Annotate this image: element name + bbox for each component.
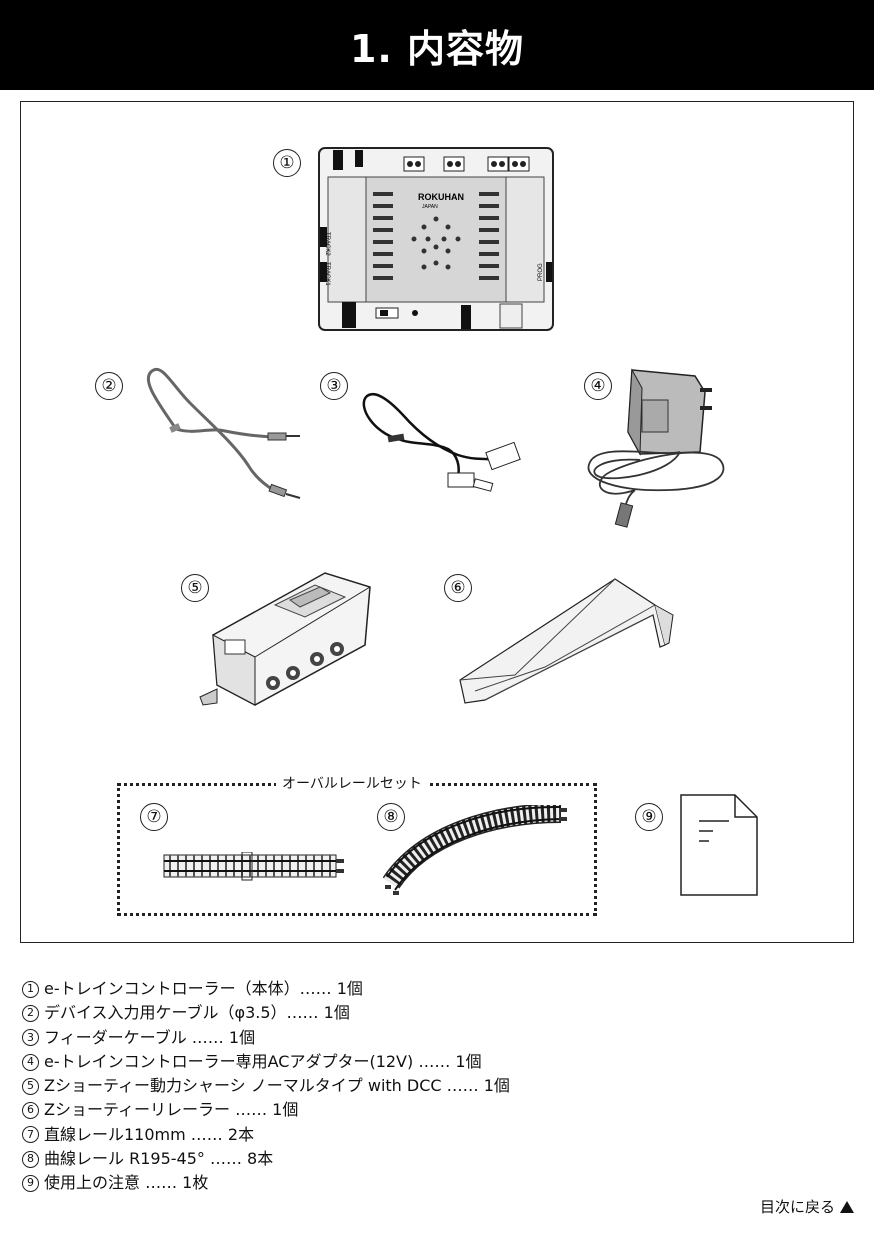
controller-image: ROKUHAN JAPAN TRACK2 TRACK1 PROG <box>318 147 554 331</box>
straight-rail-image <box>163 852 344 881</box>
list-number: 8 <box>22 1150 39 1168</box>
list-item: 7 直線レール110mm …… 2本 <box>22 1123 510 1147</box>
svg-text:PROG: PROG <box>538 263 544 281</box>
caution-sheet-image <box>680 794 758 896</box>
figure-number-7: ⑦ <box>140 803 168 831</box>
list-number: 3 <box>22 1029 39 1047</box>
ac-adapter-image <box>587 368 725 528</box>
figure-number-2: ② <box>95 372 123 400</box>
list-item-text: Zショーティーリレーラー …… 1個 <box>44 1100 299 1120</box>
list-item: 6 Zショーティーリレーラー …… 1個 <box>22 1098 510 1122</box>
list-item-text: フィーダーケーブル …… 1個 <box>44 1027 256 1047</box>
rerailer-image <box>459 578 674 704</box>
list-item-text: e-トレインコントローラー（本体）…… 1個 <box>44 979 363 998</box>
list-number: 7 <box>22 1126 39 1144</box>
contents-frame <box>20 101 854 943</box>
device-cable-image <box>146 367 301 499</box>
figure-number-9: ⑨ <box>635 803 663 831</box>
list-number: 1 <box>22 980 39 998</box>
list-number: 6 <box>22 1102 39 1120</box>
svg-text:JAPAN: JAPAN <box>422 204 438 210</box>
list-item: 4 e-トレインコントローラー専用ACアダプター(12V) …… 1個 <box>22 1050 510 1074</box>
svg-text:ROKUHAN: ROKUHAN <box>418 192 464 202</box>
list-item: 2 デバイス入力用ケーブル（φ3.5）…… 1個 <box>22 1001 510 1025</box>
figure-number-6: ⑥ <box>444 574 472 602</box>
triangle-up-icon <box>840 1200 854 1213</box>
back-to-toc-label: 目次に戻る <box>759 1198 835 1216</box>
list-item-text: 曲線レール R195-45° …… 8本 <box>44 1149 274 1169</box>
curved-rail-image <box>383 805 567 895</box>
figure-number-5: ⑤ <box>181 574 209 602</box>
page-title: 1. 内容物 <box>349 26 525 71</box>
list-item-text: Zショーティー動力シャーシ ノーマルタイプ with DCC …… 1個 <box>44 1076 510 1096</box>
list-number: 9 <box>22 1175 39 1193</box>
contents-list: 1 e-トレインコントローラー（本体）…… 1個 2 デバイス入力用ケーブル（φ3.… <box>22 977 510 1196</box>
figure-number-1: ① <box>273 149 301 177</box>
list-item: 9 使用上の注意 …… 1枚 <box>22 1171 510 1195</box>
list-number: 4 <box>22 1053 39 1071</box>
list-item-text: 直線レール110mm …… 2本 <box>44 1124 255 1144</box>
feeder-cable-image <box>362 392 521 492</box>
list-item: 8 曲線レール R195-45° …… 8本 <box>22 1147 510 1171</box>
list-item: 3 フィーダーケーブル …… 1個 <box>22 1026 510 1050</box>
figure-number-4: ④ <box>584 372 612 400</box>
list-item: 5 Zショーティー動力シャーシ ノーマルタイプ with DCC …… 1個 <box>22 1074 510 1098</box>
page-header: 1. 内容物 <box>0 0 874 90</box>
list-number: 2 <box>22 1004 39 1022</box>
list-item-text: 使用上の注意 …… 1枚 <box>44 1173 209 1193</box>
list-item-text: e-トレインコントローラー専用ACアダプター(12V) …… 1個 <box>44 1051 482 1071</box>
list-number: 5 <box>22 1077 39 1095</box>
back-to-toc-link[interactable]: 目次に戻る <box>760 1196 854 1217</box>
list-item-text: デバイス入力用ケーブル（φ3.5）…… 1個 <box>44 1003 350 1023</box>
figure-number-8: ⑧ <box>377 803 405 831</box>
figure-number-3: ③ <box>320 372 348 400</box>
z-shorty-chassis-image <box>199 572 371 706</box>
list-item: 1 e-トレインコントローラー（本体）…… 1個 <box>22 977 510 1001</box>
oval-rail-set-label: オーバルレールセット <box>276 773 428 793</box>
